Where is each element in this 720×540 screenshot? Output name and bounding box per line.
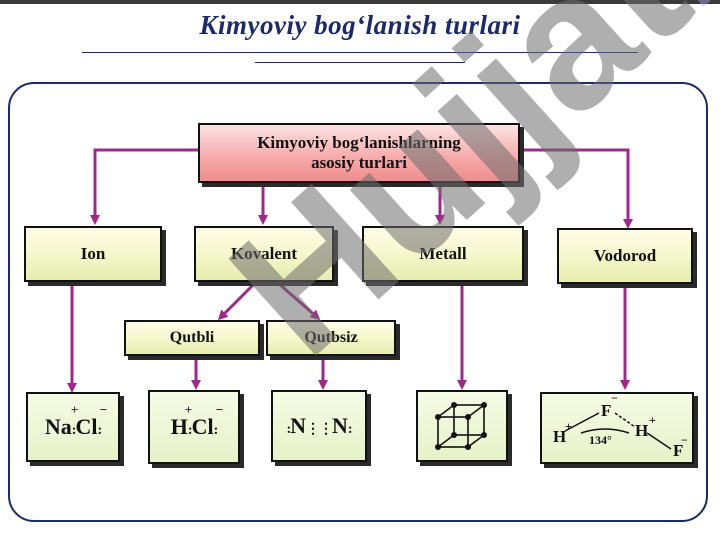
hydrogen-charge-plus-right: + <box>649 413 656 427</box>
example-polar-box: H+:Cl: − <box>148 390 240 464</box>
arrow-root-ion <box>90 148 200 225</box>
nonpolar-dots-left: : <box>286 422 291 437</box>
top-bar <box>0 0 720 4</box>
arrow-kovalent-qutbsiz <box>277 281 321 320</box>
hydrogen-atom-h-left: H <box>553 427 567 446</box>
ion-formula: Na+:Cl: − <box>44 402 107 440</box>
arrow-kovalent-qutbli <box>217 281 257 321</box>
ion-atom-na: Na <box>44 414 72 439</box>
type-vodorod-box: Vodorod <box>557 228 693 284</box>
hydrogen-atom-f-bottom: F <box>673 441 684 460</box>
subtype-qutbsiz-box: Qutbsiz <box>266 320 396 356</box>
subtype-qutbsiz-label: Qutbsiz <box>304 329 358 346</box>
polar-charge-minus: − <box>215 402 224 417</box>
type-metall-label: Metall <box>419 244 467 263</box>
title-underline <box>82 52 638 53</box>
cubic-lattice-icon <box>435 402 487 450</box>
example-hydrogen-box: F − H + H + F − 134° <box>540 391 694 464</box>
polar-electron-dots-right: : <box>213 423 219 438</box>
polar-charge-plus: + <box>184 402 193 417</box>
ion-charge-plus: + <box>70 402 79 417</box>
ion-electron-dots-left: : <box>71 423 77 438</box>
nonpolar-atom-n2: N <box>332 413 348 438</box>
example-metal-box <box>416 390 508 462</box>
subtype-qutbli-label: Qutbli <box>169 329 215 346</box>
hydrogen-atom-h-right: H <box>635 421 649 440</box>
hydrogen-bond-angle: 134° <box>589 433 612 447</box>
example-ion-box: Na+:Cl: − <box>26 392 120 462</box>
hydrogen-bond-figure: F − H + H + F − 134° <box>547 391 688 460</box>
ion-electron-dots-right: : <box>97 423 102 438</box>
ion-charge-minus: − <box>99 402 108 417</box>
type-ion-label: Ion <box>80 244 106 263</box>
type-vodorod-label: Vodorod <box>593 246 657 265</box>
polar-formula: H+:Cl: − <box>170 402 223 440</box>
ion-atom-cl: Cl <box>75 414 98 439</box>
example-nonpolar-box: :N⋮⋮N: <box>271 390 367 462</box>
type-metall-box: Metall <box>362 226 524 282</box>
title-underline-short <box>255 62 465 63</box>
polar-atom-cl: Cl <box>191 414 214 439</box>
arrow-root-vodorod <box>520 148 633 229</box>
nonpolar-dots-right: : <box>347 422 353 437</box>
polar-electron-dots-left: : <box>187 423 193 438</box>
hydrogen-charge-minus-top: − <box>611 391 618 405</box>
nonpolar-dots-shared: ⋮⋮ <box>306 422 333 437</box>
hydrogen-charge-minus-bottom: − <box>681 433 688 447</box>
hydrogen-bond-lines <box>564 412 672 450</box>
type-kovalent-label: Kovalent <box>230 244 298 263</box>
root-box: Kimyoviy bog‘lanishlarning asosiy turlar… <box>198 123 520 183</box>
subtype-qutbli-box: Qutbli <box>124 320 260 356</box>
hydrogen-atom-f-top: F <box>601 401 612 420</box>
nonpolar-formula: :N⋮⋮N: <box>286 413 353 439</box>
type-kovalent-box: Kovalent <box>194 226 334 282</box>
type-ion-box: Ion <box>24 226 162 282</box>
hydrogen-charge-plus-left: + <box>565 419 572 433</box>
polar-atom-h: H <box>170 414 188 439</box>
page-title: Kimyoviy bog‘lanish turlari <box>199 10 521 40</box>
nonpolar-atom-n1: N <box>290 413 306 438</box>
root-line-1: Kimyoviy bog‘lanishlarning <box>257 133 461 152</box>
root-line-2: asosiy turlari <box>311 153 407 172</box>
